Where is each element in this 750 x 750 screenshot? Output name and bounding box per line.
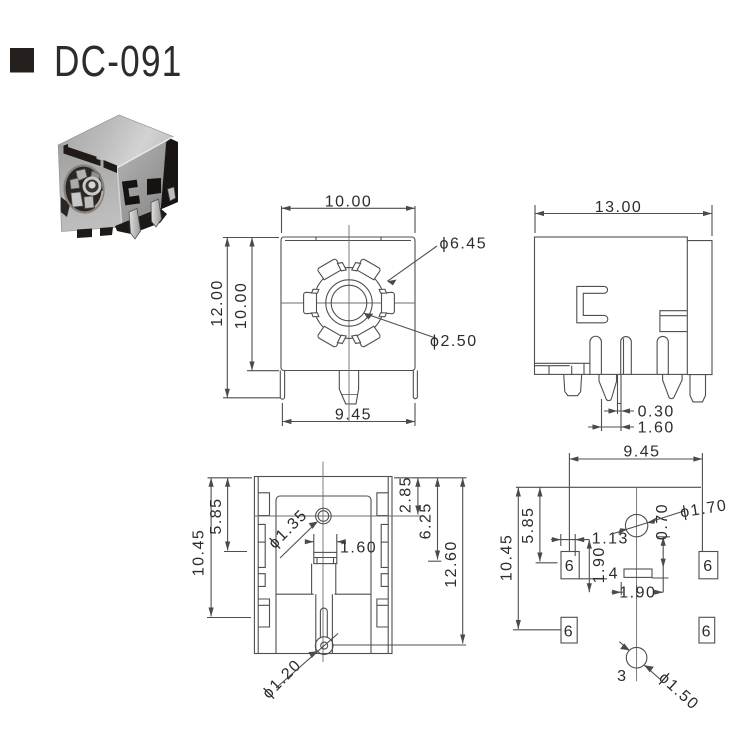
svg-text:4: 4 [609, 566, 619, 583]
svg-text:2.85: 2.85 [398, 476, 415, 513]
svg-text:9.45: 9.45 [623, 444, 660, 461]
svg-text:6: 6 [703, 558, 713, 575]
svg-text:ϕ1.35: ϕ1.35 [265, 506, 311, 552]
svg-text:10.45: 10.45 [499, 534, 516, 582]
svg-text:ϕ6.45: ϕ6.45 [440, 236, 488, 253]
svg-text:6.25: 6.25 [418, 502, 435, 539]
svg-text:0.30: 0.30 [638, 404, 675, 421]
svg-text:DC-091: DC-091 [54, 37, 183, 86]
svg-text:1.60: 1.60 [638, 420, 675, 437]
svg-text:6: 6 [565, 558, 575, 575]
svg-text:13.00: 13.00 [595, 199, 643, 216]
svg-text:ϕ1.20: ϕ1.20 [259, 656, 305, 702]
svg-text:1.13: 1.13 [592, 531, 629, 548]
svg-text:ϕ1.70: ϕ1.70 [679, 497, 729, 521]
svg-text:1.60: 1.60 [340, 540, 377, 557]
svg-text:ϕ1.50: ϕ1.50 [655, 669, 702, 713]
svg-text:10.00: 10.00 [233, 282, 250, 330]
svg-text:12.60: 12.60 [443, 540, 460, 588]
svg-text:ϕ2.50: ϕ2.50 [430, 333, 478, 350]
svg-text:5.85: 5.85 [208, 497, 225, 534]
svg-text:6: 6 [702, 623, 712, 640]
svg-text:3: 3 [617, 668, 627, 685]
svg-text:0.70: 0.70 [654, 503, 671, 540]
svg-text:12.00: 12.00 [209, 279, 226, 327]
svg-text:10.45: 10.45 [191, 529, 208, 577]
svg-text:1.90: 1.90 [591, 546, 608, 583]
svg-text:10.00: 10.00 [325, 193, 373, 210]
svg-text:5.85: 5.85 [520, 507, 537, 544]
svg-text:6: 6 [564, 623, 574, 640]
svg-text:9.45: 9.45 [335, 407, 372, 424]
svg-text:1.90: 1.90 [619, 584, 656, 601]
